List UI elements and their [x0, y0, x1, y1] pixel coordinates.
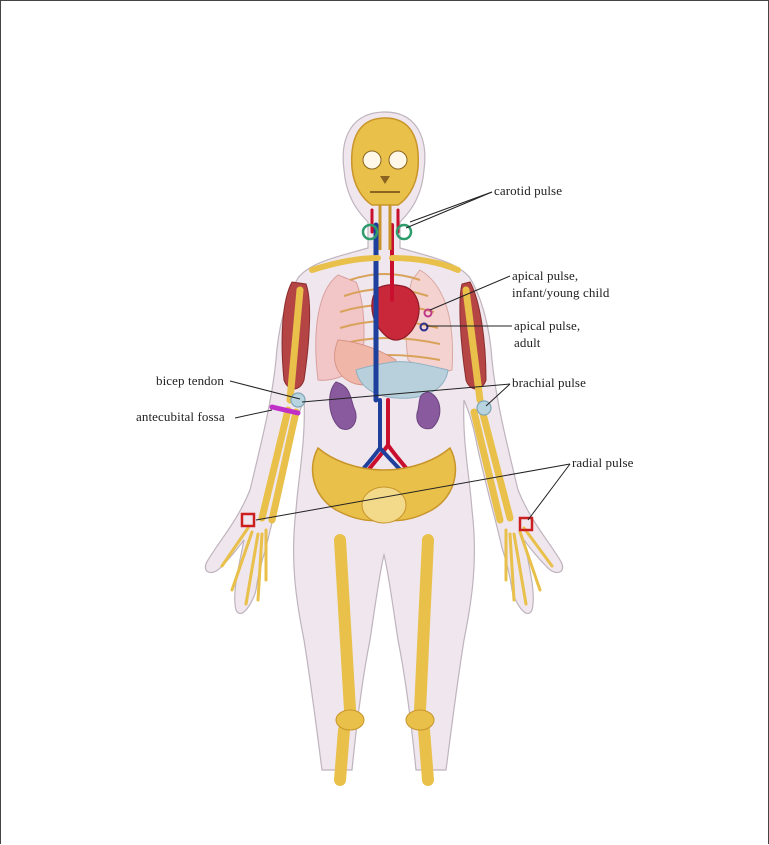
carotid-pulse-label: carotid pulse	[494, 183, 562, 198]
right-kidney	[417, 392, 440, 429]
apical-adult-label-line1: apical pulse,	[514, 318, 580, 333]
antecubital-fossa-label: antecubital fossa	[136, 409, 225, 424]
skull	[352, 118, 419, 205]
brachial-marker-left	[291, 393, 305, 407]
radial-pulse-label: radial pulse	[572, 455, 633, 470]
bicep-tendon-label: bicep tendon	[156, 373, 224, 388]
knees	[336, 710, 434, 730]
brachial-pulse-label: brachial pulse	[512, 375, 586, 390]
body-silhouette	[205, 112, 562, 770]
apical-adult-label-line2: adult	[514, 335, 541, 350]
apical-child-label-line1: apical pulse,	[512, 268, 578, 283]
sacrum	[362, 487, 406, 523]
apical-child-label-line2: infant/young child	[512, 285, 609, 300]
